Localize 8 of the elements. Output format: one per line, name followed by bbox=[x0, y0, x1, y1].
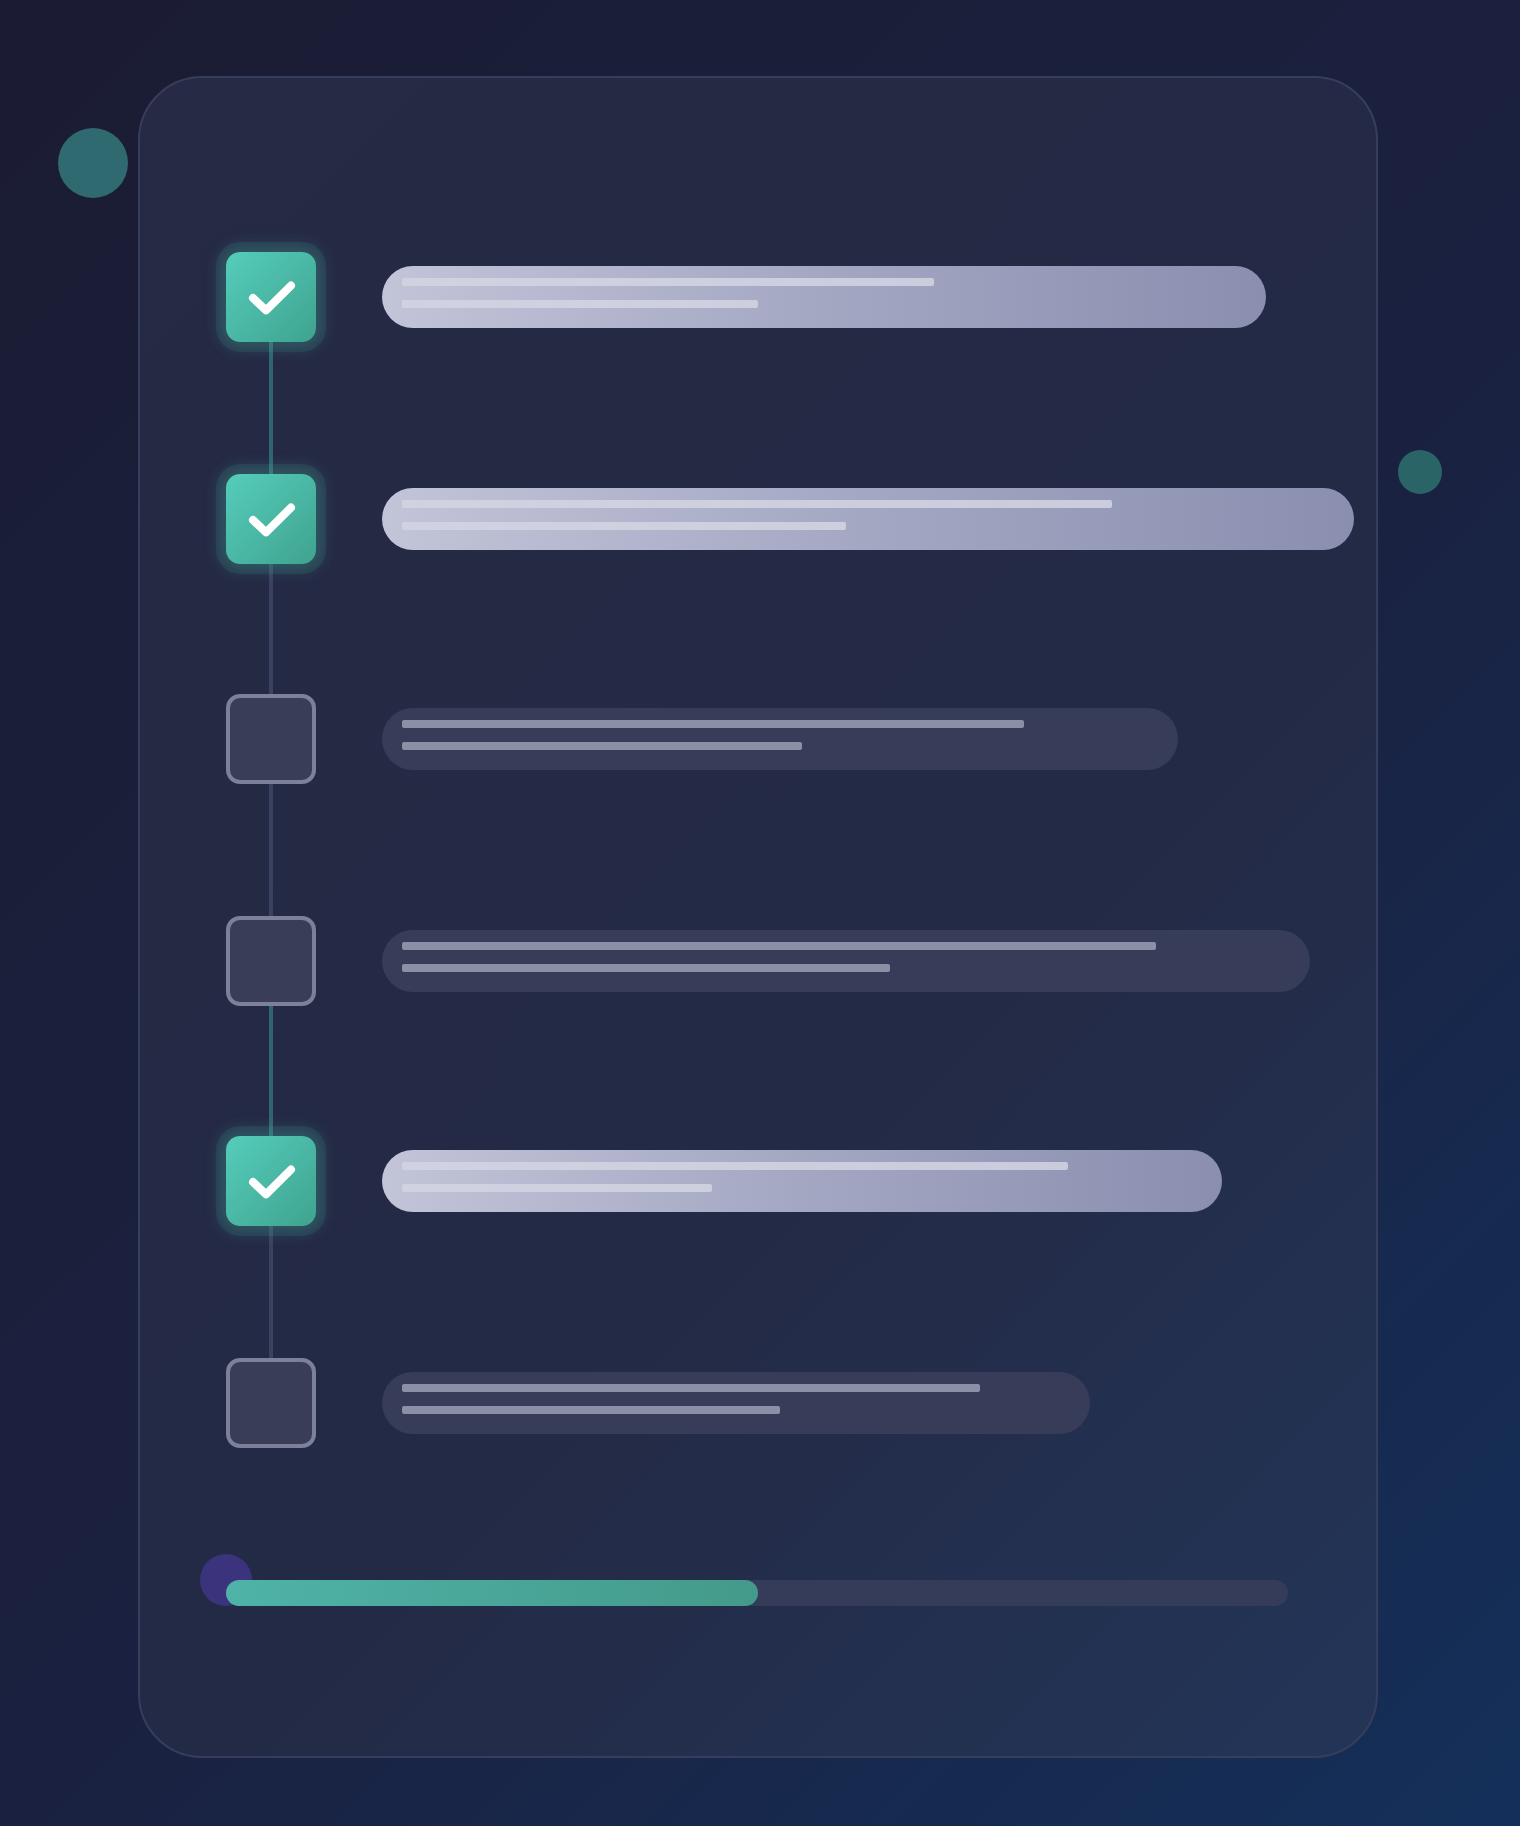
checkbox bbox=[226, 1136, 316, 1226]
checkbox bbox=[226, 252, 316, 342]
checkbox bbox=[226, 916, 316, 1006]
connector-line bbox=[269, 342, 273, 474]
checkbox bbox=[226, 1358, 316, 1448]
checkbox bbox=[226, 474, 316, 564]
connector-line bbox=[269, 1006, 273, 1136]
checkbox bbox=[226, 694, 316, 784]
